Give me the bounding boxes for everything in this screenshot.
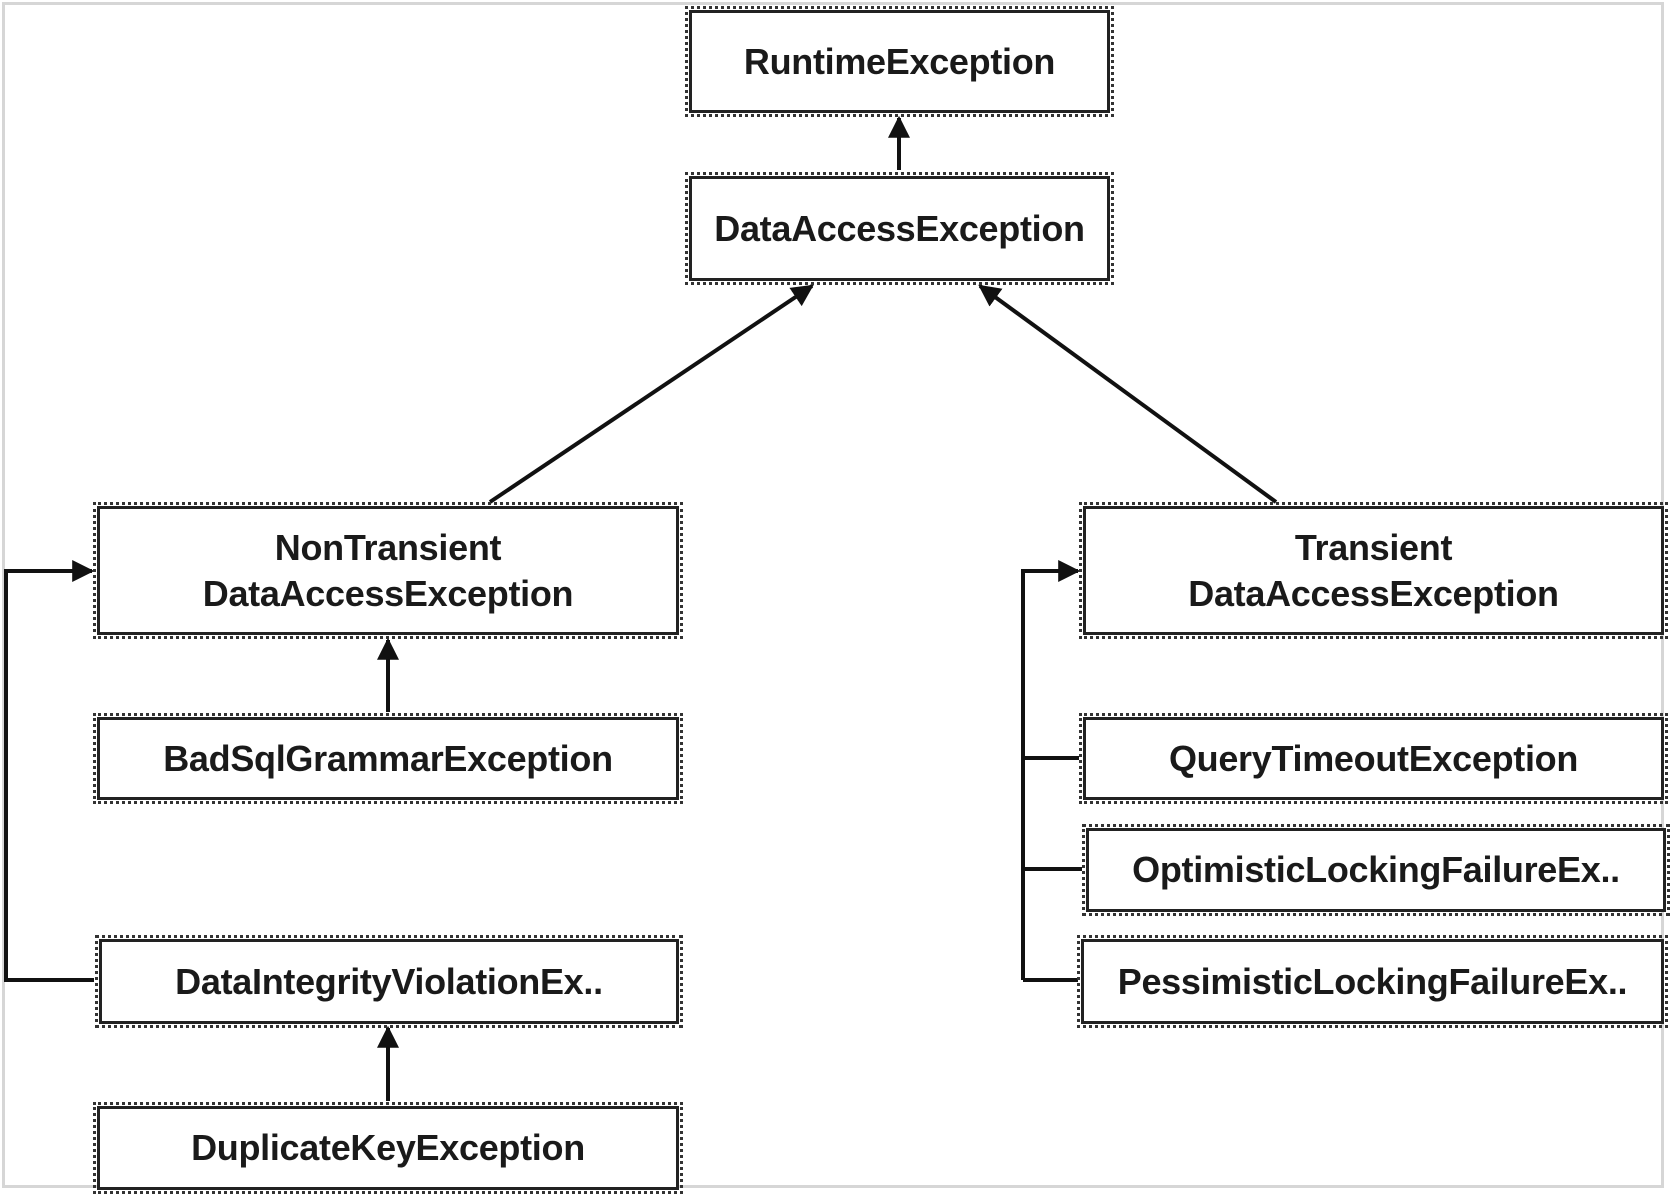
arrow-dataintegrity-to-nontransient xyxy=(4,560,95,982)
node-transient-data-access-exception: Transient DataAccessException xyxy=(1079,502,1668,639)
node-query-timeout-exception: QueryTimeoutException xyxy=(1079,713,1668,804)
node-duplicate-key-exception: DuplicateKeyException xyxy=(93,1102,683,1194)
node-pessimistic-locking-failure-exception: PessimisticLockingFailureEx.. xyxy=(1077,935,1668,1028)
arrow-transient-children-to-transient xyxy=(1021,560,1081,980)
node-label: DuplicateKeyException xyxy=(191,1127,585,1168)
node-label: DataAccessException xyxy=(714,207,1085,249)
node-runtime-exception: RuntimeException xyxy=(685,6,1114,117)
node-optimistic-locking-failure-exception: OptimisticLockingFailureEx.. xyxy=(1082,824,1670,916)
node-bad-sql-grammar-exception: BadSqlGrammarException xyxy=(93,713,683,804)
node-label: PessimisticLockingFailureEx.. xyxy=(1117,960,1628,1002)
node-label: RuntimeException xyxy=(743,40,1056,82)
arrow-nontransient-to-dataaccess xyxy=(488,284,814,504)
node-label: OptimisticLockingFailureEx.. xyxy=(1132,849,1620,890)
node-data-access-exception: DataAccessException xyxy=(685,172,1114,285)
node-data-integrity-violation-exception: DataIntegrityViolationEx.. xyxy=(95,935,683,1028)
node-non-transient-data-access-exception: NonTransient DataAccessException xyxy=(93,502,683,639)
node-label: BadSqlGrammarException xyxy=(163,737,613,779)
arrow-transient-to-dataaccess xyxy=(978,284,1278,504)
node-label: NonTransient DataAccessException xyxy=(202,526,574,614)
node-label: QueryTimeoutException xyxy=(1168,737,1579,779)
node-label: DataIntegrityViolationEx.. xyxy=(175,960,603,1002)
node-label: Transient DataAccessException xyxy=(1188,526,1559,614)
